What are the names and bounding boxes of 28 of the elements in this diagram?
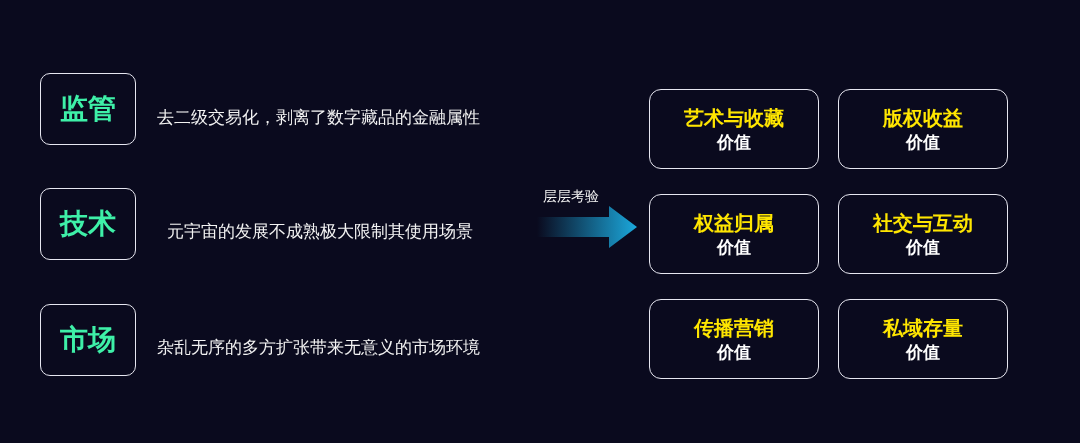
category-box bbox=[40, 304, 136, 376]
description-text: 去二级交易化，剥离了数字藏品的金融属性 bbox=[157, 106, 480, 129]
box-subtitle: 价值 bbox=[906, 341, 940, 363]
description-text: 元宇宙的发展不成熟极大限制其使用场景 bbox=[167, 220, 473, 243]
value-box bbox=[649, 194, 819, 274]
box-title: 版权收益 bbox=[883, 105, 963, 131]
box-subtitle: 价值 bbox=[717, 341, 751, 363]
box-title: 监管 bbox=[60, 91, 116, 127]
value-box bbox=[649, 299, 819, 379]
value-box bbox=[838, 194, 1008, 274]
description-text: 杂乱无序的多方扩张带来无意义的市场环境 bbox=[157, 336, 480, 359]
value-box bbox=[649, 89, 819, 169]
box-subtitle: 价值 bbox=[906, 131, 940, 153]
box-subtitle: 价值 bbox=[717, 236, 751, 258]
category-box bbox=[40, 73, 136, 145]
value-box bbox=[838, 89, 1008, 169]
box-title: 社交与互动 bbox=[873, 210, 973, 236]
value-box bbox=[838, 299, 1008, 379]
category-box bbox=[40, 188, 136, 260]
box-title: 艺术与收藏 bbox=[684, 105, 784, 131]
box-title: 技术 bbox=[60, 206, 116, 242]
arrow-label: 层层考验 bbox=[543, 188, 599, 206]
box-title: 传播营销 bbox=[694, 315, 774, 341]
box-subtitle: 价值 bbox=[906, 236, 940, 258]
box-title: 市场 bbox=[60, 322, 116, 358]
box-subtitle: 价值 bbox=[717, 131, 751, 153]
box-title: 权益归属 bbox=[694, 210, 774, 236]
box-title: 私域存量 bbox=[883, 315, 963, 341]
